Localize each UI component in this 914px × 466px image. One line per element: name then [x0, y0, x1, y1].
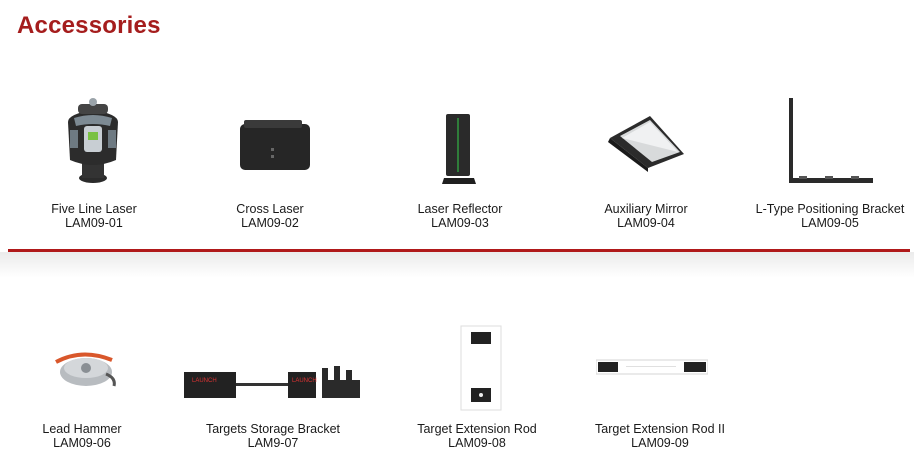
product-code: LAM09-05: [801, 216, 859, 230]
target-extension-rod-ii-icon: [596, 359, 708, 375]
l-bracket-icon: [789, 98, 873, 183]
targets-storage-bracket-icon: LAUNCH LAUNCH: [184, 366, 360, 398]
product-code: LAM9-07: [247, 436, 299, 450]
lead-hammer-icon: [55, 352, 116, 387]
product-name: Lead Hammer: [42, 422, 122, 436]
product-laser-reflector[interactable]: Laser Reflector LAM09-03: [400, 92, 520, 232]
product-code: LAM09-06: [53, 436, 111, 450]
section-divider: [8, 249, 910, 252]
product-lead-hammer[interactable]: Lead Hammer LAM09-06: [22, 322, 142, 452]
product-code: LAM09-01: [65, 216, 123, 230]
product-target-extension-rod[interactable]: Target Extension Rod LAM09-08: [407, 322, 547, 452]
cross-laser-icon: [240, 120, 310, 170]
page-title: Accessories: [17, 12, 161, 39]
product-code: LAM09-03: [431, 216, 489, 230]
five-line-laser-icon: [68, 98, 118, 183]
product-target-extension-rod-ii[interactable]: Target Extension Rod II LAM09-09: [586, 322, 734, 452]
product-name: Cross Laser: [236, 202, 304, 216]
product-name: Target Extension Rod: [417, 422, 537, 436]
product-name: Five Line Laser: [51, 202, 137, 216]
product-code: LAM09-08: [448, 436, 506, 450]
product-five-line-laser[interactable]: Five Line Laser LAM09-01: [34, 92, 154, 232]
product-code: LAM09-02: [241, 216, 299, 230]
product-name: L-Type Positioning Bracket: [755, 202, 905, 216]
product-code: LAM09-09: [631, 436, 689, 450]
svg-text:LAUNCH: LAUNCH: [292, 378, 317, 384]
product-cross-laser[interactable]: Cross Laser LAM09-02: [210, 92, 330, 232]
launch-logo: LAUNCH: [192, 378, 217, 384]
product-targets-storage-bracket[interactable]: LAUNCH LAUNCH Targets Storage Bracket LA…: [180, 322, 366, 452]
target-extension-rod-icon: [460, 325, 502, 411]
product-name: Targets Storage Bracket: [205, 422, 341, 436]
product-name: Target Extension Rod II: [595, 422, 725, 436]
product-auxiliary-mirror[interactable]: Auxiliary Mirror LAM09-04: [586, 92, 706, 232]
product-name: Laser Reflector: [417, 202, 503, 216]
laser-reflector-icon: [442, 114, 476, 184]
product-name: Auxiliary Mirror: [604, 202, 688, 216]
divider-shadow: [0, 252, 914, 278]
product-code: LAM09-04: [617, 216, 675, 230]
auxiliary-mirror-icon: [608, 116, 684, 172]
product-l-type-positioning-bracket[interactable]: L-Type Positioning Bracket LAM09-05: [745, 92, 914, 232]
